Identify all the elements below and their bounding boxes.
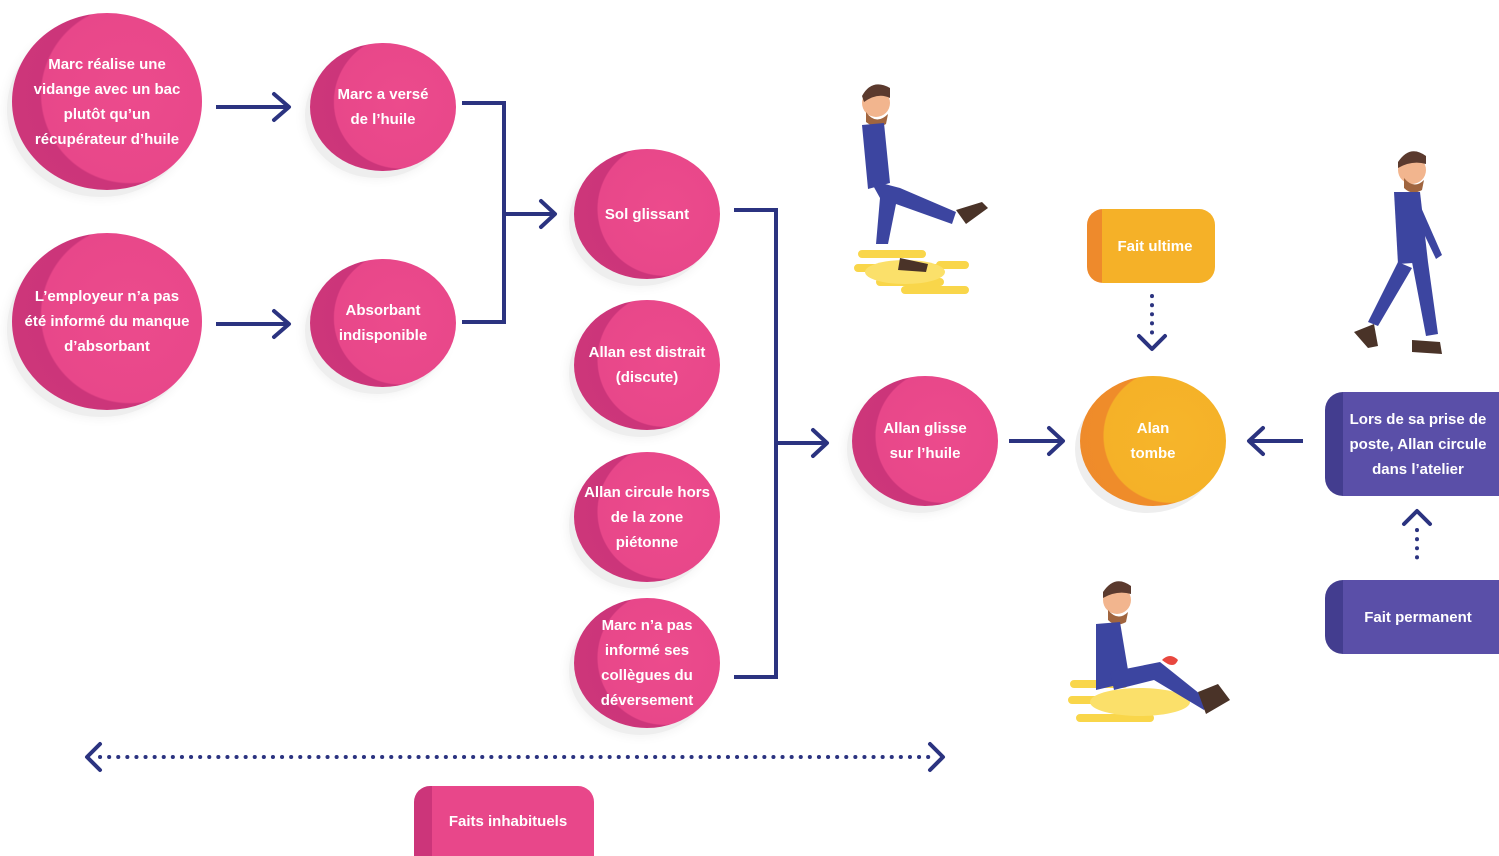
node-label: Allan circule hors de la zone piétonne bbox=[584, 483, 710, 551]
node-marc-vidange: Marc réalise une vidange avec un bac plu… bbox=[12, 13, 202, 190]
node-allan-circule-hors: Allan circule hors de la zone piétonne bbox=[574, 452, 720, 582]
label-text: Faits inhabituels bbox=[448, 812, 568, 830]
node-label: Sol glissant bbox=[604, 205, 690, 223]
node-label: L’employeur n’a pas été informé du manqu… bbox=[24, 288, 190, 355]
man-walking-icon bbox=[1354, 151, 1442, 354]
node-label: Marc a versé de l’huile bbox=[337, 86, 429, 128]
man-slipping-icon bbox=[854, 84, 988, 294]
node-label: Marc réalise une vidange avec un bac plu… bbox=[33, 55, 181, 148]
node-label: Marc n’a pas informé ses collègues du dé… bbox=[600, 617, 694, 709]
node-sol-glissant: Sol glissant bbox=[574, 149, 720, 279]
dotted-arrow-fait-permanent bbox=[1402, 509, 1432, 567]
man-fallen-icon bbox=[1068, 581, 1230, 722]
bracket-to-sol-glissant bbox=[462, 101, 557, 324]
label-faits-inhabituels: Faits inhabituels bbox=[414, 786, 594, 856]
arrow-glisse-to-tombe bbox=[1009, 426, 1065, 456]
label-fait-ultime: Fait ultime bbox=[1087, 209, 1215, 283]
node-alan-tombe: Alan tombe bbox=[1080, 376, 1226, 506]
node-label: Lors de sa prise de poste, Allan circule… bbox=[1349, 410, 1487, 478]
dotted-span-faits-inhabituels bbox=[85, 742, 945, 772]
bracket-to-allan-glisse bbox=[734, 208, 829, 679]
node-employeur: L’employeur n’a pas été informé du manqu… bbox=[12, 233, 202, 410]
node-label: Allan est distrait (discute) bbox=[588, 344, 706, 386]
dotted-arrow-fait-ultime bbox=[1137, 294, 1167, 351]
node-prise-poste: Lors de sa prise de poste, Allan circule… bbox=[1325, 392, 1499, 496]
arrow-vidange-to-verse bbox=[216, 92, 291, 122]
node-absorbant: Absorbant indisponible bbox=[310, 259, 456, 387]
node-marc-pas-informe: Marc n’a pas informé ses collègues du dé… bbox=[574, 598, 720, 728]
node-label: Alan tombe bbox=[1130, 420, 1176, 462]
node-allan-distrait: Allan est distrait (discute) bbox=[574, 300, 720, 430]
node-allan-glisse: Allan glisse sur l’huile bbox=[852, 376, 998, 506]
arrow-employeur-to-absorbant bbox=[216, 309, 291, 339]
label-fait-permanent: Fait permanent bbox=[1325, 580, 1499, 654]
node-label: Allan glisse sur l’huile bbox=[883, 420, 967, 462]
node-label: Absorbant indisponible bbox=[338, 302, 428, 344]
node-marc-verse: Marc a versé de l’huile bbox=[310, 43, 456, 171]
label-text: Fait permanent bbox=[1364, 608, 1472, 626]
label-text: Fait ultime bbox=[1117, 237, 1193, 255]
arrow-prise-poste-to-tombe bbox=[1247, 426, 1303, 456]
